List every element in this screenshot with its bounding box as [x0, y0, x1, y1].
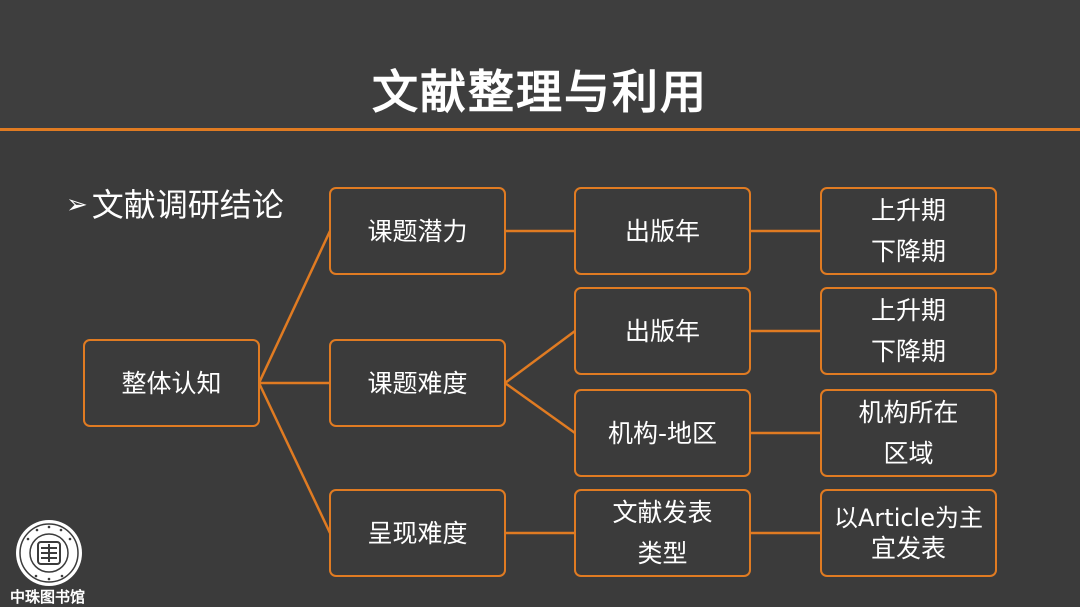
connector-root-potential	[257, 230, 332, 384]
bullet-text: 文献调研结论	[91, 186, 284, 224]
node-difficulty-region: 机构-地区	[574, 389, 751, 477]
node-potential-trend: 上升期 下降期	[820, 187, 997, 275]
node-label: 课题难度	[367, 368, 468, 398]
slide-title: 文献整理与利用	[372, 65, 708, 119]
connector-difficulty-region	[504, 381, 576, 435]
node-result-line-1: 上升期	[870, 296, 946, 325]
node-label: 出版年	[624, 216, 700, 246]
node-article-type: 以Article为主 宜发表	[820, 489, 997, 577]
title-bar: 文献整理与利用	[0, 0, 1080, 131]
node-presentation-type: 文献发表 类型	[574, 489, 751, 577]
node-branch-difficulty: 课题难度	[329, 339, 506, 427]
node-label-line-2: 类型	[637, 539, 688, 568]
node-label: 机构-地区	[607, 418, 718, 448]
node-potential-year: 出版年	[574, 187, 751, 275]
node-label: 课题潜力	[367, 216, 468, 246]
node-root: 整体认知	[83, 339, 260, 427]
library-name: 中珠图书馆	[10, 588, 86, 606]
library-seal-logo	[16, 520, 82, 586]
node-result-line-2: 宜发表	[870, 533, 946, 563]
node-result-line-1: 上升期	[870, 196, 946, 225]
node-branch-potential: 课题潜力	[329, 187, 506, 275]
node-result-line-2: 下降期	[870, 237, 946, 266]
connector-root-presentation	[257, 382, 332, 534]
node-region-area: 机构所在 区域	[820, 389, 997, 477]
node-label: 呈现难度	[367, 518, 468, 548]
node-result-line-1: 机构所在	[858, 398, 959, 427]
node-root-label: 整体认知	[121, 368, 222, 398]
node-result-line-2: 区域	[883, 439, 934, 468]
node-difficulty-year: 出版年	[574, 287, 751, 375]
bullet-arrow-icon: ➢	[66, 190, 88, 220]
node-result-line-1: 以Article为主	[834, 503, 983, 532]
node-branch-presentation: 呈现难度	[329, 489, 506, 577]
node-label-line-1: 文献发表	[612, 498, 713, 527]
connector-difficulty-year	[504, 329, 576, 385]
node-result-line-2: 下降期	[870, 337, 946, 366]
node-label: 出版年	[624, 316, 700, 346]
bullet-point: ➢文献调研结论	[66, 180, 284, 226]
node-difficulty-trend: 上升期 下降期	[820, 287, 997, 375]
